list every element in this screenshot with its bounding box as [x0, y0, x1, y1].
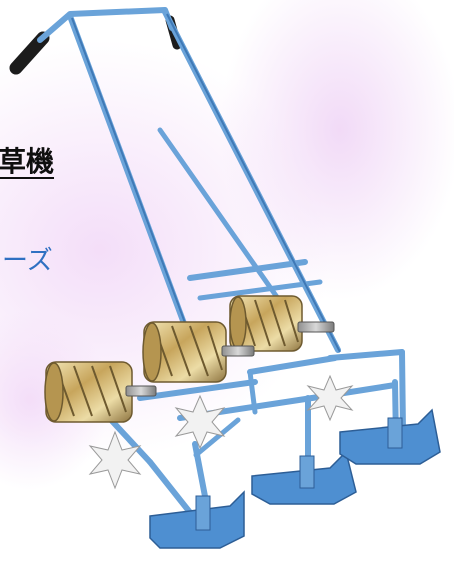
product-title: 草機 — [0, 145, 55, 178]
product-subtitle: ーズ — [2, 246, 53, 276]
skid-plate-left — [149, 490, 245, 549]
weeding-wheel-middle — [174, 394, 226, 450]
frame-shadow — [71, 13, 341, 375]
skid-plate-right — [339, 408, 441, 465]
weeding-wheel-left — [88, 430, 142, 490]
weeding-wheel-right — [306, 374, 354, 422]
rotor-middle — [142, 321, 227, 383]
rotor-right — [229, 295, 303, 352]
skid-plate-middle — [251, 450, 357, 505]
handle-grip-left — [9, 31, 50, 75]
rotor-left — [44, 361, 133, 423]
axle-brackets — [125, 321, 335, 397]
